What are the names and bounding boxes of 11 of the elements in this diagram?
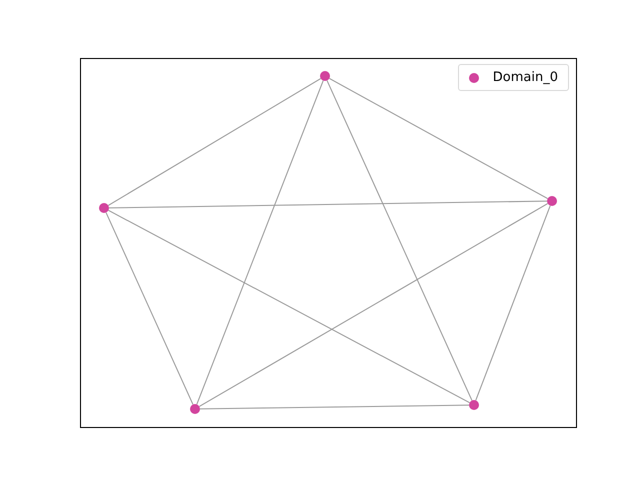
legend-text: Domain_0 [492,69,558,86]
edge-line [108,210,470,404]
edge-line [328,78,548,200]
edge-line [196,80,324,405]
edge-line [198,203,548,407]
edge-line [108,78,322,206]
edge-line [108,200,548,208]
edge-line [475,205,551,401]
edge-line [106,212,194,405]
edge-line [326,80,472,401]
edge-line [200,404,470,410]
